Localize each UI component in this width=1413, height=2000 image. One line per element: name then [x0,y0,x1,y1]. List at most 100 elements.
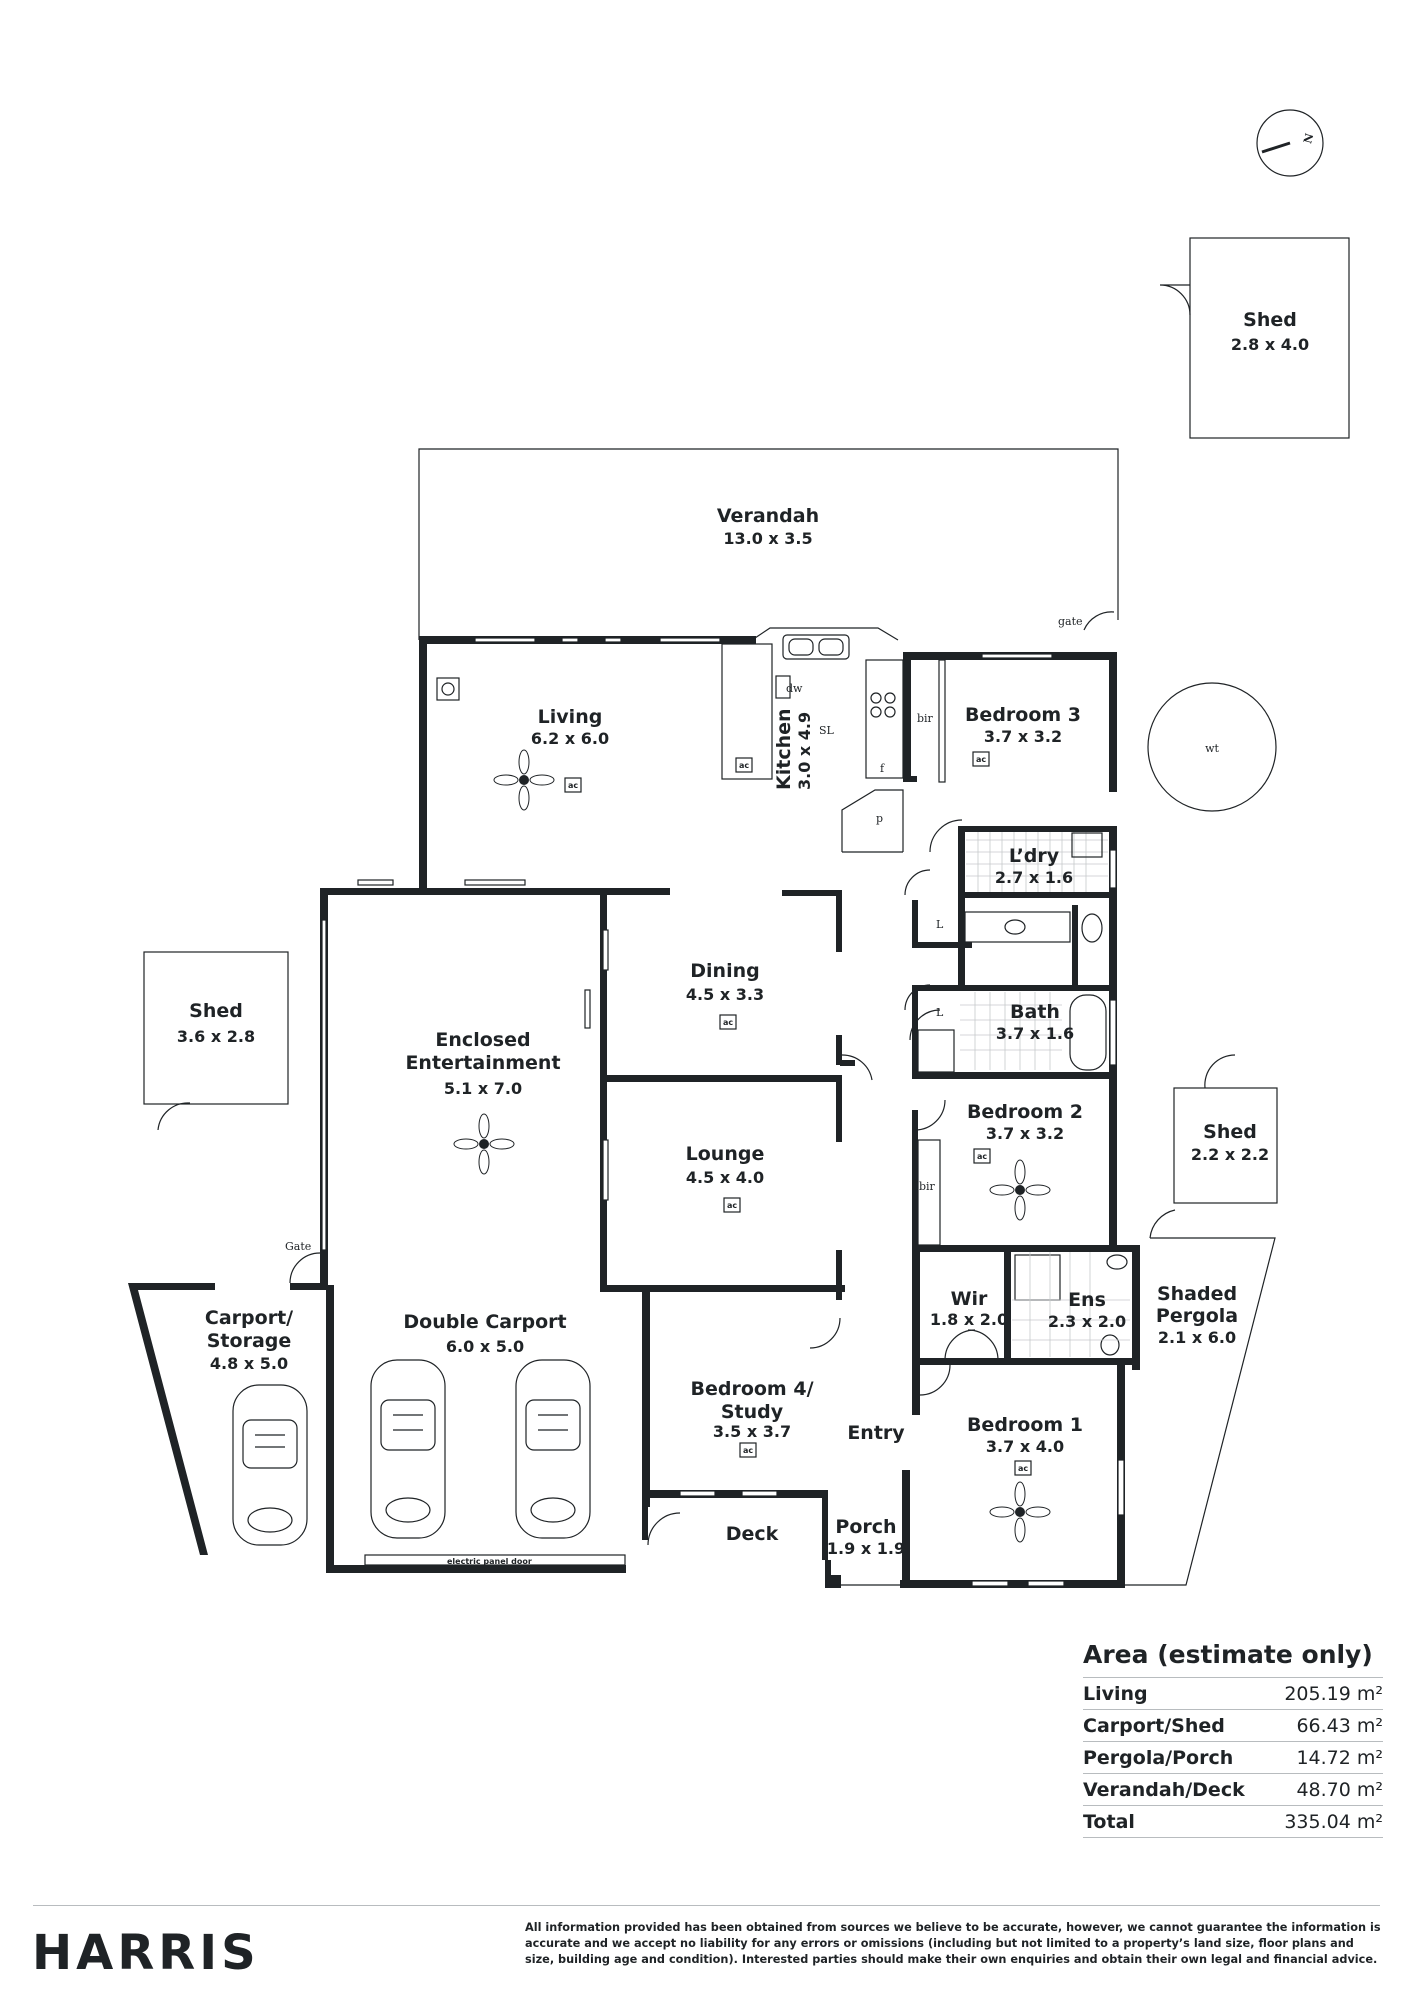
shed-e-outline [1173,1087,1278,1204]
double-carport-dim: 6.0 x 5.0 [446,1337,524,1356]
shed-w-name: Shed [189,1000,243,1022]
area-row: Verandah/Deck 48.70 m² [1083,1773,1383,1805]
shaded-pergola-name-2: Pergola [1156,1305,1238,1327]
ens-name: Ens [1068,1289,1106,1311]
carport-storage-name-2: Storage [207,1330,292,1352]
entry-name: Entry [847,1422,905,1444]
car-icon [370,1359,446,1539]
area-value: 205.19 m² [1284,1683,1383,1705]
svg-text:ac: ac [568,781,578,790]
ceiling-fan-icon [453,1113,515,1175]
pantry-label: p [876,812,883,825]
bir-label-bedroom2: bir [919,1180,936,1193]
verandah-outline [418,448,1119,640]
area-label: Total [1083,1811,1135,1833]
kitchen-name: Kitchen [773,708,795,790]
area-label: Carport/Shed [1083,1715,1225,1737]
shed-e-dim: 2.2 x 2.2 [1191,1145,1269,1164]
water-tank-label: wt [1205,742,1219,755]
area-table: Area (estimate only) Living 205.19 m² Ca… [1083,1640,1383,1838]
linen-label-1: L [936,918,944,931]
lounge-name: Lounge [686,1143,765,1165]
enclosed-ent-dim: 5.1 x 7.0 [444,1079,522,1098]
shaded-pergola-dim: 2.1 x 6.0 [1158,1328,1236,1347]
shed-ne-outline [1189,237,1350,439]
area-row: Pergola/Porch 14.72 m² [1083,1741,1383,1773]
carport-storage-name-1: Carport/ [205,1307,293,1329]
shaded-pergola-name-1: Shaded [1157,1283,1237,1305]
disclaimer-text: All information provided has been obtain… [525,1921,1381,1966]
ceiling-fan-icon [989,1481,1051,1543]
footer-divider [33,1905,1380,1906]
shed-ne-dim: 2.8 x 4.0 [1231,335,1309,354]
area-title: Area (estimate only) [1083,1640,1373,1669]
svg-text:ac: ac [739,761,749,770]
shed-w-dim: 3.6 x 2.8 [177,1027,255,1046]
area-row: Living 205.19 m² [1083,1677,1383,1709]
dining-dim: 4.5 x 3.3 [686,985,764,1004]
porch-name: Porch [835,1516,896,1538]
laundry-dim: 2.7 x 1.6 [995,868,1073,887]
ceiling-fan-icon [493,749,555,811]
ac-markers: ac ac ac ac ac ac ac ac [564,751,1032,1476]
area-value: 66.43 m² [1296,1715,1383,1737]
area-row: Carport/Shed 66.43 m² [1083,1709,1383,1741]
bedroom4-dim: 3.5 x 3.7 [713,1422,791,1441]
bedroom4-name-1: Bedroom 4/ [690,1378,813,1400]
bedroom3-dim: 3.7 x 3.2 [984,727,1062,746]
area-label: Pergola/Porch [1083,1747,1234,1769]
laundry-name: L’dry [1009,845,1060,867]
door-swing-icon [1159,284,1191,316]
car-icon [232,1384,308,1546]
wir-dim: 1.8 x 2.0 [930,1310,1008,1329]
shed-w-outline [143,951,289,1105]
enclosed-ent-name-1: Enclosed [435,1029,530,1051]
bath-dim: 3.7 x 1.6 [996,1024,1074,1043]
bath-name: Bath [1010,1001,1060,1023]
brand-logo: HARRIS [32,1925,260,1981]
wir-name: Wir [951,1288,988,1310]
double-carport-name: Double Carport [403,1311,566,1333]
exterior-walls [128,627,1276,1588]
gate-swing-icon [1083,611,1115,631]
car-icon [515,1359,591,1539]
kitchen-bench [721,643,773,780]
living-name: Living [538,706,603,728]
electric-panel-door-label: electric panel door [447,1557,532,1566]
shed-ne-name: Shed [1243,309,1297,331]
ens-dim: 2.3 x 2.0 [1048,1312,1126,1331]
svg-text:ac: ac [977,1152,987,1161]
deck-name: Deck [726,1523,779,1545]
bedroom4-name-2: Study [721,1401,784,1423]
area-value: 48.70 m² [1296,1779,1383,1801]
kitchen-bench-east [865,659,904,779]
shed-e-name: Shed [1203,1121,1257,1143]
sl-label: SL [819,724,835,737]
bedroom1-name: Bedroom 1 [967,1414,1083,1436]
ceiling-fan-icon [989,1159,1051,1221]
area-value: 335.04 m² [1284,1811,1383,1833]
gate-label-verandah: gate [1058,615,1083,628]
verandah-dim: 13.0 x 3.5 [723,529,812,548]
bedroom2-name: Bedroom 2 [967,1101,1083,1123]
heater-icon [436,677,460,701]
water-tank-icon [1147,682,1277,812]
area-row: Total 335.04 m² [1083,1805,1383,1838]
kitchen-dim: 3.0 x 4.9 [795,712,814,790]
svg-text:ac: ac [976,755,986,764]
bedroom2-dim: 3.7 x 3.2 [986,1124,1064,1143]
svg-text:ac: ac [727,1201,737,1210]
compass-icon: N [1256,109,1324,177]
area-label: Living [1083,1683,1148,1705]
area-label: Verandah/Deck [1083,1779,1245,1801]
dining-name: Dining [690,960,759,982]
carport-storage-dim: 4.8 x 5.0 [210,1354,288,1373]
bedroom1-dim: 3.7 x 4.0 [986,1437,1064,1456]
cooktop-icon [870,692,896,718]
living-dim: 6.2 x 6.0 [531,729,609,748]
bedroom3-name: Bedroom 3 [965,704,1081,726]
svg-text:ac: ac [1018,1464,1028,1473]
enclosed-ent-name-2: Entertainment [405,1052,560,1074]
verandah-name: Verandah [717,505,819,527]
fridge-label: f [880,762,885,775]
